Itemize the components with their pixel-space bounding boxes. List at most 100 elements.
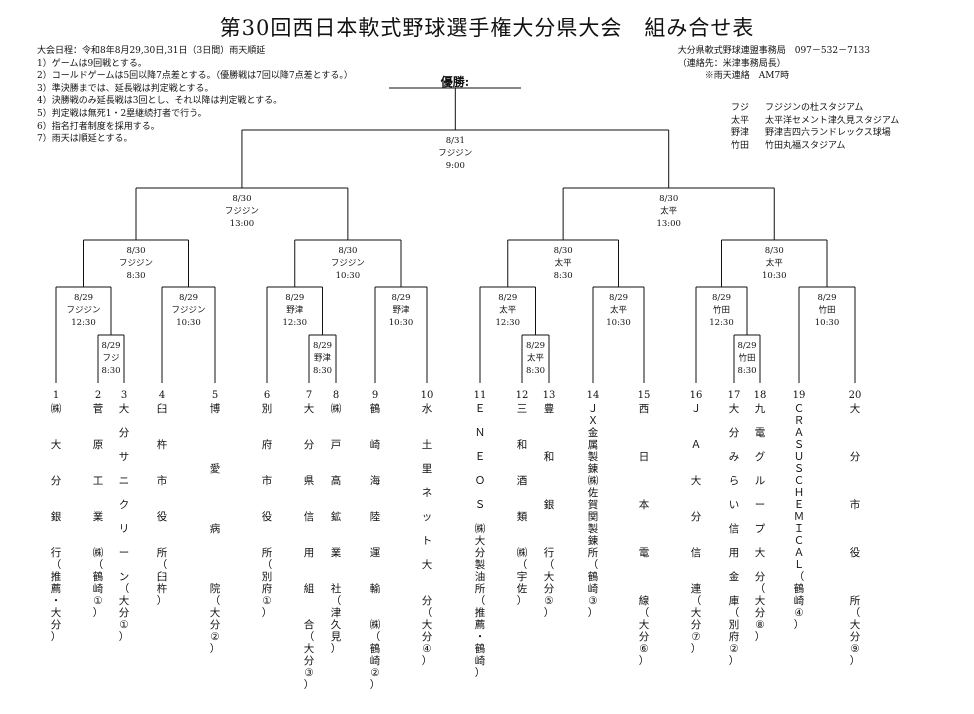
match-venue: フジジン — [331, 259, 365, 269]
team-name: 大 分 市 役 所 （ 大 分 ⑨ ） — [849, 403, 861, 667]
match-date: 8/29 — [285, 293, 304, 303]
team-number: 5 — [212, 390, 218, 401]
match-venue: 太平 — [527, 353, 545, 364]
team-name: 大 分 サ ニ ク リ ー ン （ 大 分 ① ） — [118, 403, 130, 643]
team-name: 豊 和 銀 行 （ 大 分 ⑤ ） — [543, 403, 555, 619]
match-date: 8/29 — [712, 293, 731, 303]
match-venue: 野津 — [314, 353, 332, 364]
team-name: 西 日 本 電 線 （ 大 分 ⑥ ） — [638, 403, 650, 667]
match-date: 8/29 — [74, 293, 93, 303]
team-number: 14 — [587, 390, 600, 401]
match-venue: 竹田 — [738, 353, 755, 364]
venue-name: フジジンの杜スタジアム — [765, 103, 864, 113]
team-number: 18 — [754, 390, 767, 401]
organizer-line: 大分県軟式野球連盟事務局 097－532－7133 — [677, 46, 870, 56]
organizer-line: ※雨天連絡 AM7時 — [677, 71, 790, 82]
match-time: 12:30 — [709, 318, 734, 328]
match-date: 8/29 — [101, 341, 120, 351]
team-name: 臼 杵 市 役 所 （ 臼 杵 ） — [156, 403, 168, 607]
team-name: 別 府 市 役 所 （ 別 府 ① ） — [261, 403, 273, 619]
match-venue: フジ — [102, 354, 119, 364]
team-number: 1 — [53, 390, 59, 401]
match-venue: フジジン — [438, 149, 472, 159]
page-title: 第30回西日本軟式野球選手権大分県大会 組み合せ表 — [219, 16, 755, 40]
match-venue: フジジン — [171, 306, 205, 316]
match-date: 8/30 — [765, 246, 784, 256]
team-number: 12 — [516, 390, 529, 401]
match-date: 8/29 — [313, 341, 332, 351]
match-time: 8:30 — [313, 366, 332, 376]
team-number: 7 — [306, 390, 312, 401]
venue-name: 野津吉四六ランドレックス球場 — [765, 128, 891, 139]
venue-abbr: 野津 — [731, 128, 750, 139]
team-number: 11 — [474, 390, 487, 401]
match-date: 8/29 — [179, 293, 198, 303]
match-time: 8:30 — [737, 366, 756, 376]
match-time: 12:30 — [283, 318, 308, 328]
match-date: 8/31 — [446, 136, 465, 146]
match-time: 10:30 — [815, 318, 840, 328]
match-venue: 太平 — [766, 258, 784, 269]
match-venue: 野津 — [392, 305, 410, 316]
match-venue: 太平 — [660, 206, 678, 217]
match-time: 8:30 — [126, 271, 145, 281]
match-venue: 太平 — [499, 305, 517, 316]
match-date: 8/30 — [659, 194, 678, 204]
match-date: 8/30 — [232, 194, 251, 204]
venue-row: フジ フジジンの杜スタジアム — [731, 102, 899, 115]
organizer-info: 大分県軟式野球連盟事務局 097－532－7133 （連絡先：米津事務局長） ※… — [678, 45, 870, 83]
match-venue: フジジン — [119, 259, 153, 269]
champion-label: 優勝: — [440, 75, 470, 89]
rule-line: 7）雨天は順延とする。 — [37, 134, 133, 145]
match-venue: フジジン — [225, 207, 259, 217]
team-number: 19 — [793, 390, 806, 401]
team-name: Ｃ Ｒ Ａ Ｓ Ｕ Ｓ Ｃ Ｈ Ｅ Ｍ Ｉ Ｃ Ａ Ｌ （ 鶴 崎 ④ ） — [793, 403, 805, 631]
match-time: 8:30 — [101, 366, 120, 376]
match-date: 8/29 — [737, 341, 756, 351]
team-number: 10 — [421, 390, 434, 401]
team-number: 6 — [264, 390, 270, 401]
match-time: 10:30 — [389, 318, 414, 328]
match-time: 13:00 — [230, 219, 255, 229]
team-number: 9 — [372, 390, 378, 401]
team-number: 20 — [849, 390, 862, 401]
match-time: 9:00 — [446, 161, 465, 171]
match-time: 10:30 — [762, 271, 787, 281]
team-name: Ｊ Ａ 大 分 信 連 （ 大 分 ⑦ ） — [690, 403, 702, 655]
match-date: 8/29 — [609, 293, 628, 303]
match-venue: 野津 — [286, 305, 304, 316]
team-name: 三 和 酒 類 ㈱ （ 宇 佐 ） — [516, 403, 528, 607]
venue-row: 野津 野津吉四六ランドレックス球場 — [731, 127, 899, 140]
team-number: 16 — [690, 390, 703, 401]
match-date: 8/30 — [338, 246, 357, 256]
match-venue: フジジン — [66, 306, 100, 316]
team-name: 大 分 み ら い 信 用 金 庫 （ 別 府 ② ） — [728, 403, 740, 667]
team-name: 水 土 里 ネ ッ ト 大 分 （ 大 分 ④ ） — [421, 403, 433, 667]
match-time: 10:30 — [176, 318, 201, 328]
match-time: 10:30 — [606, 318, 631, 328]
venue-name: 太平洋セメント津久見スタジアム — [765, 115, 900, 126]
team-name: Ｅ Ｎ Ｅ Ｏ Ｓ ㈱ 大 分 製 油 所 （ 推 薦 ・ 鶴 崎 ） — [474, 403, 486, 679]
team-number: 15 — [638, 390, 651, 401]
match-time: 8:30 — [526, 366, 545, 376]
organizer-line: （連絡先：米津事務局長） — [677, 58, 786, 69]
team-name: 鶴 崎 海 陸 運 輸 ㈱ （ 鶴 崎 ② ） — [369, 403, 381, 691]
rule-line: 1）ゲームは9回戦とする。 — [37, 58, 147, 69]
team-name: 九 電 グ ル ー プ 大 分 （ 大 分 ⑧ ） — [754, 403, 766, 643]
match-date: 8/29 — [526, 341, 545, 351]
team-number: 2 — [95, 390, 101, 401]
match-date: 8/29 — [391, 293, 410, 303]
team-name: 博 愛 病 院 （ 大 分 ② ） — [209, 403, 221, 655]
venue-row: 太平太平洋セメント津久見スタジアム — [731, 115, 899, 128]
rule-line: 5）判定戦は無死1・2塁継続打者で行う。 — [37, 108, 207, 119]
team-number: 3 — [121, 390, 127, 401]
match-time: 12:30 — [71, 318, 96, 328]
match-venue: 竹田 — [713, 305, 730, 316]
match-venue: 太平 — [610, 305, 628, 316]
venue-abbr: フジ — [731, 103, 750, 113]
team-name: Ｊ Ｘ 金 属 製 錬 ㈱ 佐 賀 関 製 錬 所 （ 鶴 崎 ③ ） — [587, 403, 599, 619]
team-number: 13 — [543, 390, 556, 401]
rule-line: 6）指名打者制度を採用する。 — [37, 121, 160, 132]
match-date: 8/30 — [554, 246, 573, 256]
